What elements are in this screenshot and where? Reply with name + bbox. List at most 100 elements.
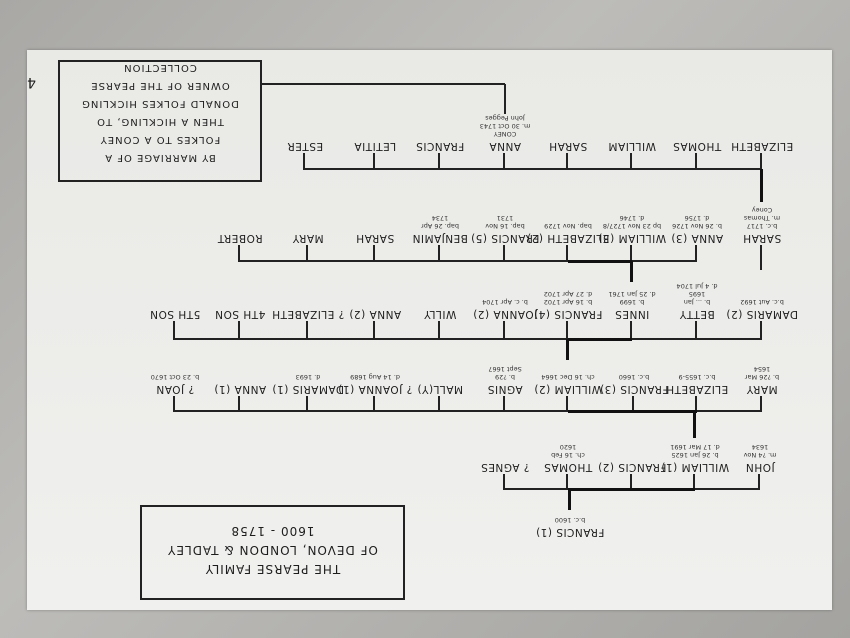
person-dates: b. 1699 d. 25 Jan 1761 bbox=[608, 290, 656, 306]
person-dates: b. ?29 Sept 1667 bbox=[488, 365, 522, 381]
person-name: FRANCIS (4) bbox=[533, 308, 603, 320]
person-name: BETTY bbox=[679, 308, 715, 320]
connector-line bbox=[503, 396, 505, 412]
connector-line bbox=[758, 474, 760, 490]
person-name: SARAH bbox=[742, 232, 782, 244]
connector-line bbox=[568, 488, 695, 491]
connector-line bbox=[695, 321, 697, 340]
person-name: MARY bbox=[746, 383, 778, 395]
connector-line bbox=[760, 245, 762, 270]
connector-line bbox=[630, 261, 633, 282]
person-dates: b.c. 1655-9 bbox=[678, 373, 716, 381]
connector-line bbox=[373, 396, 375, 412]
person-dates: bap. 26 Apr 1734 bbox=[421, 214, 459, 230]
connector-line bbox=[503, 474, 505, 490]
title-line-2: OF DEVON, LONDON & TADLEY bbox=[167, 543, 378, 557]
connector-line bbox=[760, 153, 762, 170]
connector-line bbox=[262, 83, 505, 85]
person-name: ? ELIZABETH bbox=[271, 308, 345, 320]
connector-line bbox=[373, 153, 375, 170]
connector-line bbox=[306, 321, 308, 340]
person-dates: bap. 16 Nov 1731 bbox=[485, 214, 525, 230]
note-line: OWNER OF THE PEARSE bbox=[90, 80, 230, 91]
person-name: JOHN bbox=[745, 461, 775, 473]
person-name: ELIZABETH bbox=[665, 383, 729, 395]
person-dates: b.c. Aut 1692 bbox=[740, 298, 784, 306]
person-name: ROBERT bbox=[217, 232, 263, 244]
connector-line bbox=[438, 396, 440, 412]
person-name: ANNA (1) bbox=[213, 383, 267, 395]
person-name: FRANCIS (5) bbox=[470, 232, 540, 244]
connector-line bbox=[568, 338, 632, 341]
person-dates: ch. 16 Dec 1664 bbox=[541, 373, 595, 381]
note-line: COLLECTION bbox=[123, 62, 197, 73]
person-dates: ch. 16 Feb 1620 bbox=[551, 443, 585, 459]
connector-line bbox=[373, 321, 375, 340]
person-name: ? JOAN bbox=[155, 383, 195, 395]
person-dates: b. c. Apr 1704 bbox=[482, 298, 528, 306]
person-name: FRANCIS bbox=[415, 140, 465, 152]
person-name: AGNIS bbox=[487, 383, 523, 395]
connector-line bbox=[175, 338, 762, 340]
connector-line bbox=[760, 321, 762, 340]
person-name: DAMARIS (2) bbox=[725, 308, 799, 320]
person-dates: d. 14 Aug 1689 bbox=[350, 373, 400, 381]
connector-line bbox=[503, 153, 505, 170]
title-line-3: 1600 - 1758 bbox=[230, 524, 315, 538]
connector-line bbox=[568, 260, 632, 263]
person-name: DAMARIS (1) bbox=[271, 383, 345, 395]
person-name: INNES bbox=[614, 308, 650, 320]
person-name: ELIZABETH bbox=[730, 140, 794, 152]
person-dates: bp 23 Nov 1727/8 d. 1746 bbox=[602, 214, 662, 230]
person-name: WILLIAM bbox=[607, 140, 657, 152]
connector-line bbox=[173, 396, 175, 412]
person-dates: b.c. 1717 m. Thomas Coney bbox=[743, 206, 781, 230]
person-name: MARY bbox=[292, 232, 324, 244]
person-dates: b.c. 1660 bbox=[618, 373, 650, 381]
person-name: ANNA bbox=[488, 140, 522, 152]
person-name: FRANCIS (2) bbox=[597, 461, 667, 473]
person-name: MALL(Y) bbox=[416, 383, 464, 395]
person-name: THOMAS bbox=[543, 461, 593, 473]
person-name: ESTER bbox=[286, 140, 324, 152]
person-dates: m. ?4 Nov 1634 bbox=[743, 443, 777, 459]
connector-line bbox=[693, 411, 696, 438]
connector-line bbox=[695, 245, 697, 262]
title-line-1: THE PEARSE FAMILY bbox=[204, 562, 341, 576]
person-name: WILLIAM (2) bbox=[533, 383, 603, 395]
connector-line bbox=[760, 396, 762, 412]
person-name: THOMAS bbox=[672, 140, 722, 152]
person-dates: b. ... Jan 1695 d. 4 Jul 1704 bbox=[676, 282, 718, 306]
person-dates: b.c. 1600 bbox=[554, 516, 586, 524]
connector-line bbox=[503, 245, 505, 262]
connector-line bbox=[438, 153, 440, 170]
note-line: THEN A HICKLING, TO bbox=[96, 116, 224, 127]
person-dates: d. 1693 bbox=[295, 373, 321, 381]
person-name: 5th son bbox=[149, 308, 201, 320]
connector-line bbox=[173, 321, 175, 340]
connector-line bbox=[695, 153, 697, 170]
person-name: SARAH bbox=[355, 232, 395, 244]
connector-line bbox=[373, 245, 375, 262]
connector-line bbox=[504, 84, 506, 114]
note-line: FOLKES TO A CONEY bbox=[99, 134, 221, 145]
connector-line bbox=[303, 153, 305, 170]
person-name: SARAH bbox=[548, 140, 588, 152]
title-box: THE PEARSE FAMILY OF DEVON, LONDON & TAD… bbox=[140, 505, 405, 600]
family-tree-document: THE PEARSE FAMILY OF DEVON, LONDON & TAD… bbox=[27, 50, 832, 610]
connector-line bbox=[438, 321, 440, 340]
person-dates: b. 16 Apr 1702 d. 27 Apr 1702 bbox=[543, 290, 593, 306]
note-line: BY MARRIAGE OF A bbox=[104, 152, 216, 163]
person-dates: b. 26 Nov 1726 d. 1756 bbox=[672, 214, 722, 230]
page-number: 4 bbox=[27, 74, 36, 90]
person-dates: b. ?26 Mar 1654 bbox=[744, 365, 780, 381]
person-name: ANNA (2) bbox=[348, 308, 402, 320]
connector-line bbox=[568, 410, 697, 413]
connector-line bbox=[760, 169, 763, 202]
person-name: ? JOANNA (1) bbox=[337, 383, 413, 395]
person-dates: bap. Nov 1729 bbox=[544, 222, 592, 230]
provenance-note-box: BY MARRIAGE OF A FOLKES TO A CONEY THEN … bbox=[58, 60, 262, 182]
person-dates: b. 23 Oct 1670 bbox=[150, 373, 200, 381]
connector-line bbox=[568, 489, 571, 510]
connector-line bbox=[306, 396, 308, 412]
